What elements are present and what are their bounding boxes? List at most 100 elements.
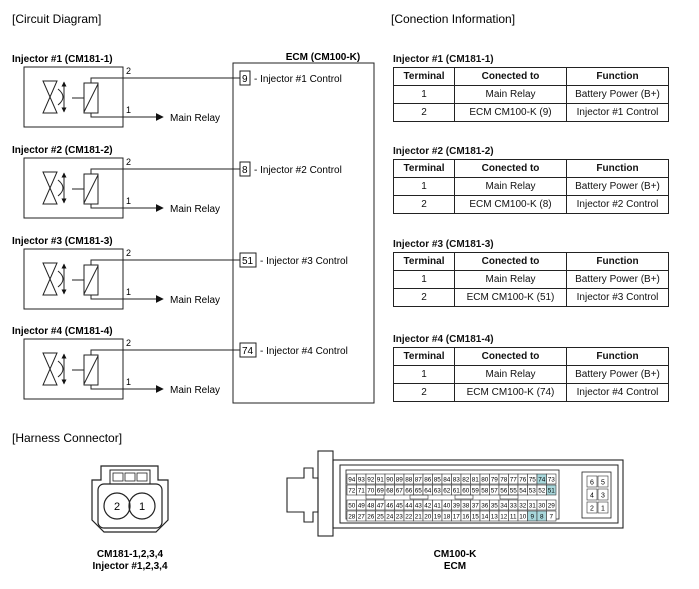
ecm-pin-number: 44 <box>405 503 413 510</box>
ecm-pin-number: 33 <box>510 503 518 510</box>
ecm-pin-number: 63 <box>434 488 442 495</box>
injector-pin-1-label: 1 <box>126 287 131 297</box>
ecm-pin-number: 56 <box>500 488 508 495</box>
ecm-pin-number: 77 <box>510 477 518 484</box>
ecm-side-pin-cell <box>597 475 609 488</box>
ecm-pin-number: 81 <box>472 477 480 484</box>
ecm-pin-box <box>239 252 257 268</box>
ecm-pin-box <box>239 70 251 86</box>
ecm-pin-number: 17 <box>453 514 461 521</box>
ecm-side-pin-number: 1 <box>601 506 605 513</box>
ecm-pin-label: - Injector #4 Control <box>260 346 348 357</box>
ecm-side-pin-cell <box>597 488 609 501</box>
ecm-pin-number: 74 <box>242 346 254 357</box>
ecm-pin-number: 26 <box>367 514 375 521</box>
ecm-pin-number: 11 <box>510 514 517 521</box>
table-header-cell: Terminal <box>393 252 455 271</box>
ecm-pin-number: 69 <box>377 488 385 495</box>
table-cell: Main Relay <box>454 85 567 104</box>
ecm-pin-number: 16 <box>462 514 470 521</box>
connection-table-title: Injector #2 (CM181-2) <box>393 146 494 157</box>
ecm-pin-label: - Injector #3 Control <box>260 256 348 267</box>
table-cell: Battery Power (B+) <box>566 177 669 196</box>
ecm-pin-number: 83 <box>453 477 461 484</box>
table-cell: Injector #2 Control <box>566 195 669 214</box>
inj-connector-pin-b: 1 <box>139 501 145 513</box>
ecm-pin-number: 9 <box>530 514 534 521</box>
ecm-pin-number: 32 <box>519 503 527 510</box>
ecm-connector-caption-1: CM100-K <box>434 549 478 560</box>
table-header-cell: Conected to <box>454 347 567 366</box>
table-cell: Main Relay <box>454 365 567 384</box>
ecm-pin-number: 28 <box>348 514 356 521</box>
table-cell: Injector #1 Control <box>566 103 669 122</box>
ecm-pin-number: 43 <box>415 503 423 510</box>
injector-valve-icon <box>42 352 99 386</box>
injector-title: Injector #2 (CM181-2) <box>12 145 113 156</box>
ecm-pin-number: 23 <box>396 514 404 521</box>
connection-table-title: Injector #4 (CM181-4) <box>393 334 494 345</box>
ecm-title: ECM (CM100-K) <box>286 52 360 63</box>
table-cell: Main Relay <box>454 177 567 196</box>
table-cell: ECM CM100-K (9) <box>454 103 567 122</box>
ecm-pin-cell <box>546 499 557 511</box>
connection-table-title: Injector #3 (CM181-3) <box>393 239 494 250</box>
ecm-pin-number: 73 <box>548 477 556 484</box>
ecm-pin-number: 8 <box>540 514 544 521</box>
ecm-pin-number: 31 <box>529 503 537 510</box>
injector-pin-2-label: 2 <box>126 338 131 348</box>
injector-box <box>23 248 124 310</box>
ecm-pin-number: 76 <box>519 477 527 484</box>
ecm-pin-number: 91 <box>377 477 385 484</box>
table-header-cell: Function <box>566 347 669 366</box>
ecm-pin-number: 68 <box>386 488 394 495</box>
ecm-pin-number: 48 <box>367 503 375 510</box>
ecm-pin-cell <box>546 484 557 496</box>
table-cell: Battery Power (B+) <box>566 365 669 384</box>
ecm-pin-number: 74 <box>538 477 546 484</box>
connection-table-title: Injector #1 (CM181-1) <box>393 54 494 65</box>
injector-pin-2-label: 2 <box>126 157 131 167</box>
ecm-pin-number: 15 <box>472 514 480 521</box>
ecm-pin-number: 34 <box>500 503 508 510</box>
ecm-pin-box <box>239 342 257 358</box>
ecm-pin-number: 87 <box>415 477 423 484</box>
injector-title: Injector #1 (CM181-1) <box>12 54 113 65</box>
ecm-pin-number: 39 <box>453 503 461 510</box>
table-header-cell: Terminal <box>393 67 455 86</box>
injector-valve-icon <box>42 80 99 114</box>
table-cell: 2 <box>393 383 455 402</box>
ecm-pin-number: 71 <box>358 488 366 495</box>
ecm-pin-number: 52 <box>538 488 546 495</box>
table-cell: 1 <box>393 270 455 289</box>
ecm-pin-number: 57 <box>491 488 499 495</box>
ecm-pin-number: 75 <box>529 477 537 484</box>
ecm-pin-number: 58 <box>481 488 489 495</box>
table-cell: 1 <box>393 85 455 104</box>
table-header-cell: Conected to <box>454 252 567 271</box>
ecm-side-pin-cell <box>586 475 598 488</box>
injector-pin-1-label: 1 <box>126 377 131 387</box>
ecm-pin-number: 21 <box>415 514 423 521</box>
ecm-pin-number: 62 <box>443 488 451 495</box>
ecm-pin-number: 84 <box>443 477 451 484</box>
ecm-pin-number: 12 <box>500 514 508 521</box>
ecm-pin-number: 18 <box>443 514 451 521</box>
ecm-pin-number: 20 <box>424 514 432 521</box>
ecm-side-pin-cell <box>597 501 609 514</box>
ecm-pin-number: 54 <box>519 488 527 495</box>
ecm-pin-number: 10 <box>519 514 527 521</box>
ecm-pin-number: 30 <box>538 503 546 510</box>
ecm-pin-number: 61 <box>453 488 461 495</box>
ecm-pin-number: 24 <box>386 514 394 521</box>
ecm-pin-number: 90 <box>386 477 394 484</box>
ecm-pin-number: 82 <box>462 477 470 484</box>
ecm-pin-number: 51 <box>548 488 556 495</box>
